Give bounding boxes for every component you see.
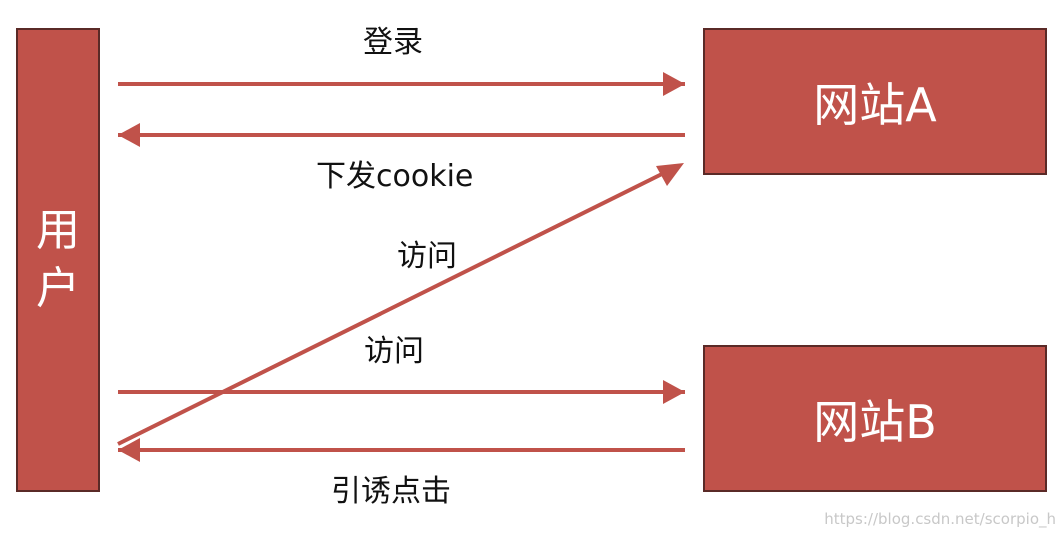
site-b-label: 网站B [813,394,937,449]
label-login: 登录 [363,25,423,60]
user-box: 用 户 [16,28,100,492]
arrow-visit-b-head [663,380,685,404]
arrow-visit-a-diagonal-head [656,163,684,186]
user-box-char-1: 用 [36,205,80,256]
label-visit-a: 访问 [397,239,457,274]
user-box-char-2: 户 [36,263,80,314]
watermark: https://blog.csdn.net/scorpio_h [824,510,1056,528]
site-a-box: 网站A [703,28,1047,175]
site-b-box: 网站B [703,345,1047,492]
label-send-cookie: 下发cookie [316,159,474,194]
arrow-send-cookie-head [118,123,140,147]
label-lure-click: 引诱点击 [331,474,451,509]
arrow-login-head [663,72,685,96]
arrow-visit-a-diagonal [117,168,671,446]
site-a-label: 网站A [813,77,937,132]
arrow-lure-click-head [118,438,140,462]
label-visit-b: 访问 [364,334,424,369]
